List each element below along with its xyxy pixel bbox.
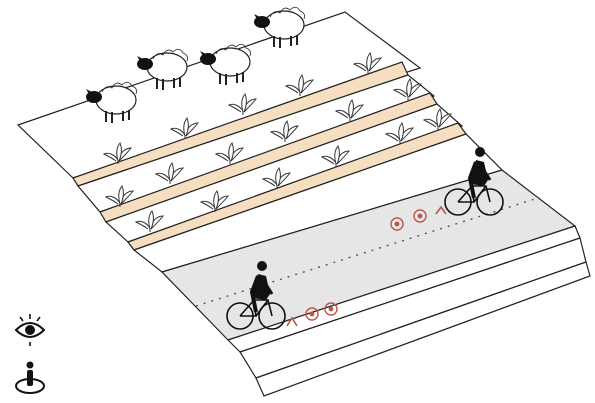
person-location-icon bbox=[12, 360, 48, 396]
eye-icon bbox=[12, 312, 48, 346]
